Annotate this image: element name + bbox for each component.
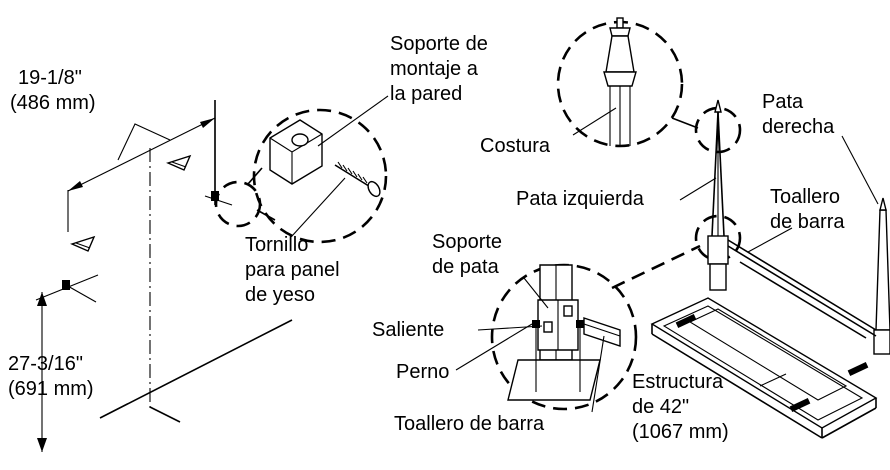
towel-bar-piece	[583, 317, 621, 347]
left-leg-support	[707, 235, 729, 265]
left-leg-leader	[679, 177, 717, 201]
label-bracket-2: montaje a	[390, 58, 479, 80]
support-leader	[523, 277, 549, 309]
support-tab-right	[563, 305, 573, 317]
detail-circle-large	[252, 108, 388, 244]
support-base-plate	[507, 359, 601, 401]
height-inches: 27-3/16"	[8, 353, 83, 375]
bracket-hole	[291, 133, 309, 147]
tab-leader	[477, 325, 543, 331]
stand-assembly: Pata derecha Pata izquierda Toallero de …	[516, 91, 890, 443]
seam-detail: Costura	[480, 17, 699, 157]
width-mm: (486 mm)	[10, 92, 96, 114]
wall-mount-bracket	[269, 119, 323, 185]
width-arrow-right	[200, 118, 215, 128]
label-right-leg-2: derecha	[762, 116, 835, 138]
label-support-1: Soporte	[432, 231, 502, 253]
bracket-location-right	[211, 191, 219, 201]
bracket-detail: Soporte de montaje a la pared Tornillo p…	[245, 33, 488, 306]
label-frame-1: Estructura	[632, 371, 724, 393]
label-frame-2: de 42"	[632, 396, 689, 418]
label-bolt: Perno	[396, 361, 449, 383]
leg-finial	[605, 35, 635, 73]
floor-line	[99, 319, 293, 419]
wall-marker-upper	[166, 154, 192, 171]
floor-tick	[149, 406, 181, 423]
label-bracket-1: Soporte de	[390, 33, 488, 55]
wall-marker-lower	[70, 235, 96, 252]
width-leader	[117, 123, 171, 161]
left-leg	[711, 111, 719, 237]
width-dimension-line	[67, 117, 216, 192]
towel-bar-leader	[747, 227, 793, 253]
right-leg-leader	[841, 135, 879, 205]
width-inches: 19-1/8"	[18, 67, 82, 89]
label-tab: Saliente	[372, 319, 444, 341]
wall-layout: 19-1/8" (486 mm) 27-3/16" (691 mm)	[8, 67, 293, 452]
seam-leader	[572, 107, 617, 136]
top-towel-bar	[727, 239, 877, 331]
label-frame-3: (1067 mm)	[632, 421, 729, 443]
drywall-screw	[334, 164, 373, 189]
label-screw-3: de yeso	[245, 284, 315, 306]
label-screw-2: para panel	[245, 259, 340, 281]
width-arrow-left	[68, 181, 83, 191]
label-bracket-3: la pared	[390, 83, 462, 105]
leg-support-detail: Soporte de pata Saliente Perno Toallero …	[372, 231, 701, 435]
bolt-leader	[455, 323, 533, 371]
label-towel-bar-2: de barra	[770, 211, 845, 233]
label-left-leg: Pata izquierda	[516, 188, 645, 210]
label-support-2: de pata	[432, 256, 500, 278]
bracket-leader	[317, 95, 389, 147]
height-arrow-top	[37, 292, 47, 306]
height-mm: (691 mm)	[8, 378, 94, 400]
height-arrow-bottom	[37, 438, 47, 452]
label-right-leg-1: Pata	[762, 91, 804, 113]
label-towel-bar-bottom: Toallero de barra	[394, 413, 545, 435]
support-tab-left	[543, 321, 553, 333]
label-seam: Costura	[480, 135, 551, 157]
screw-leader	[291, 177, 346, 237]
detail-circle-bracket	[214, 180, 262, 228]
label-towel-bar-1: Toallero	[770, 186, 840, 208]
bottom-towel-bar-leader	[591, 335, 605, 413]
frame-leader	[759, 373, 787, 387]
label-screw-1: Tornillo	[245, 234, 308, 256]
right-leg	[875, 209, 890, 331]
